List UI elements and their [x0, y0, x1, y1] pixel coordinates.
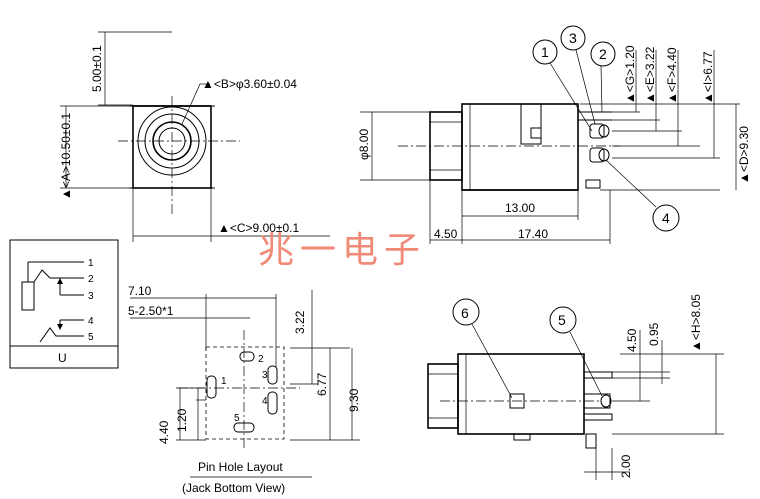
- front-dim-a: ▲<A>10.50±0.1: [59, 112, 73, 200]
- layout-dim-677: 6.77: [315, 372, 329, 396]
- bottom-dim-450: 4.50: [625, 328, 639, 352]
- layout-dim-120: 1.20: [175, 408, 189, 432]
- layout-pin-5: 5: [234, 413, 240, 424]
- side-callout-3: 3: [569, 30, 577, 46]
- layout-dim-pitch: 5-2.50*1: [128, 304, 174, 318]
- schematic-pin-5: 5: [88, 332, 94, 343]
- schematic-pin-1: 1: [88, 258, 94, 269]
- layout-dim-322: 3.22: [293, 310, 307, 334]
- layout-pin-2: 2: [258, 354, 264, 365]
- bottom-callout-5: 5: [558, 312, 566, 328]
- front-dim-c: ▲<C>9.00±0.1: [218, 221, 300, 235]
- side-dim-1740: 17.40: [518, 227, 548, 241]
- layout-pin-4: 4: [262, 396, 268, 407]
- callout-4: [652, 204, 680, 232]
- side-dim-13: 13.00: [505, 201, 535, 215]
- layout-pin-3: 3: [262, 370, 268, 381]
- callout-3: [560, 25, 586, 51]
- callout-2: [590, 41, 616, 67]
- pin-hole-layout: [130, 290, 360, 478]
- callout-5: [549, 306, 577, 334]
- side-dim-f: ▲<F>4.40: [665, 47, 679, 104]
- bottom-view: [427, 298, 724, 480]
- layout-dim-440: 4.40: [157, 420, 171, 444]
- bottom-dim-h: ▲<H>8.05: [689, 294, 703, 352]
- front-dim-b: ▲<B>φ3.60±0.04: [202, 77, 297, 91]
- pin-hole-1: [206, 375, 217, 399]
- layout-pin-1: 1: [221, 376, 227, 387]
- layout-dim-930: 9.30: [347, 388, 361, 412]
- layout-caption-2: (Jack Bottom View): [182, 481, 285, 495]
- callout-6: [452, 298, 480, 326]
- side-dim-450: 4.50: [434, 227, 458, 241]
- front-dim-top: 5.00±0.1: [90, 45, 104, 92]
- layout-caption-1: Pin Hole Layout: [198, 460, 283, 474]
- side-callout-4: 4: [662, 210, 670, 226]
- pin-hole-4: [267, 391, 278, 415]
- pin-hole-3: [267, 365, 278, 385]
- schematic-pin-4: 4: [88, 316, 94, 327]
- side-callout-1: 1: [541, 44, 549, 60]
- side-view: [360, 25, 740, 244]
- side-dim-d: ▲<D>9.30: [737, 126, 751, 184]
- pin-hole-5: [233, 422, 255, 433]
- side-callout-2: 2: [599, 46, 607, 62]
- side-dim-i: ▲<I>6.77: [701, 51, 715, 104]
- side-dim-g: ▲<G>1.20: [623, 45, 637, 104]
- watermark-text: 兆一电子: [258, 230, 426, 271]
- side-dim-e: ▲<E>3.22: [643, 46, 657, 104]
- front-view: [60, 31, 330, 242]
- layout-dim-710: 7.10: [128, 284, 152, 298]
- side-dim-dia: φ8.00: [357, 129, 371, 160]
- bottom-dim-200: 2.00: [619, 454, 633, 478]
- callout-1: [532, 39, 558, 65]
- pin-hole-2: [239, 351, 255, 362]
- schematic-symbol: [9, 239, 119, 369]
- schematic-pin-2: 2: [88, 274, 94, 285]
- schematic-pin-3: 3: [88, 291, 94, 302]
- bottom-callout-6: 6: [461, 305, 469, 321]
- schematic-label: U: [58, 351, 67, 365]
- bottom-dim-095: 0.95: [647, 322, 661, 346]
